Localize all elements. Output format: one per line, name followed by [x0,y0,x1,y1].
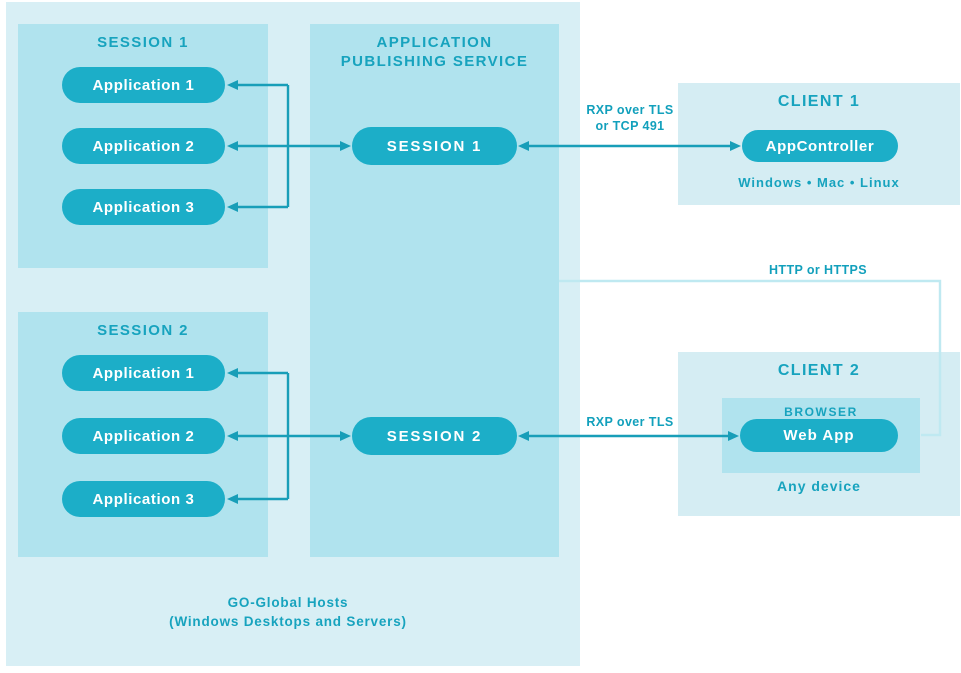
aps-session-2-pill: SESSION 2 [352,417,517,455]
client-2-title: CLIENT 2 [777,362,861,379]
rxp-tls-label: RXP over TLS [586,415,674,429]
application-publishing-service-title: APPLICATION PUBLISHING SERVICE [310,33,559,71]
client-1-title: CLIENT 1 [777,93,861,110]
session1-application-3-pill: Application 3 [62,189,225,225]
session2-application-1-pill: Application 1 [62,355,225,391]
aps-session-1-pill: SESSION 1 [352,127,517,165]
appcontroller-pill: AppController [742,130,898,162]
rxp-tls-tcp-label: RXP over TLS or TCP 491 [555,102,705,134]
session2-application-2-pill: Application 2 [62,418,225,454]
client-2-device: Any device [777,478,861,494]
application-publishing-service-panel [310,24,559,557]
host-caption-line1: GO-Global Hosts [227,595,349,610]
client-1-platforms: Windows • Mac • Linux [738,175,900,190]
host-caption: GO-Global Hosts (Windows Desktops and Se… [6,593,570,631]
web-app-pill: Web App [740,419,898,452]
rxp-tls-tcp-label-line2: or TCP 491 [595,119,665,133]
session2-application-3-pill: Application 3 [62,481,225,517]
session-2-panel-title: SESSION 2 [97,322,189,339]
aps-title-line2: PUBLISHING SERVICE [340,53,529,70]
host-caption-line2: (Windows Desktops and Servers) [169,614,407,629]
aps-title-line1: APPLICATION [376,34,493,51]
rxp-tls-tcp-label-line1: RXP over TLS [586,103,674,117]
session-1-panel-title: SESSION 1 [97,34,189,51]
session1-application-1-pill: Application 1 [62,67,225,103]
session1-application-2-pill: Application 2 [62,128,225,164]
http-https-label: HTTP or HTTPS [768,263,868,277]
